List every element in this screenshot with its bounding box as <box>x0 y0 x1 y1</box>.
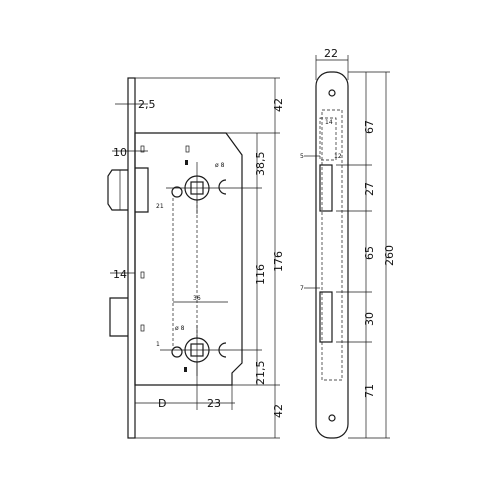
dim-D: D <box>158 397 166 410</box>
dim-116: 116 <box>254 264 267 285</box>
dim-176: 176 <box>272 251 285 272</box>
lock-body-view: 2,5 10 14 21 ø 8 ø 8 1 36 D 23 42 38,5 <box>107 77 285 439</box>
dim-36: 36 <box>193 295 201 302</box>
case-slot <box>140 271 145 279</box>
dim-7: 7 <box>300 285 304 292</box>
dim-14: 14 <box>113 268 127 281</box>
dim-71: 71 <box>363 384 376 398</box>
case-slot <box>140 145 145 153</box>
dim-2-5: 2,5 <box>138 98 156 111</box>
follower-screw-hole <box>171 186 183 198</box>
dim-14: 14 <box>325 119 333 126</box>
screw-hole-bottom <box>328 414 336 422</box>
dim-23: 23 <box>207 397 221 410</box>
follower-notch <box>218 179 227 195</box>
latch-window-dashed <box>319 117 337 161</box>
dim-260: 260 <box>383 245 396 266</box>
dim-21: 21 <box>156 203 164 210</box>
dim-42-bottom: 42 <box>272 404 285 418</box>
dim-phi8-a: ø 8 <box>215 162 225 169</box>
cylinder-screw-hole <box>171 346 183 358</box>
dim-38-5: 38,5 <box>254 152 267 177</box>
dim-5: 5 <box>300 153 304 160</box>
latch-carrier <box>135 167 149 213</box>
dim-67: 67 <box>363 120 376 134</box>
dim-42-top: 42 <box>272 98 285 112</box>
dim-phi8-b: ø 8 <box>175 325 185 332</box>
follower-marker <box>185 160 188 165</box>
case-slot <box>185 145 190 153</box>
case-slot <box>140 324 145 332</box>
faceplate-side <box>127 77 136 439</box>
dim-65: 65 <box>363 246 376 260</box>
faceplate-inner-body <box>321 109 343 381</box>
deadbolt-window <box>319 291 333 343</box>
latch-bolt <box>107 169 128 211</box>
cylinder-marker <box>184 367 187 372</box>
faceplate-outline <box>315 71 349 439</box>
faceplate-front-view: 22 14 12 5 7 67 27 65 30 71 260 <box>300 47 396 439</box>
dim-30: 30 <box>363 312 376 326</box>
dim-12: 12 <box>334 153 342 160</box>
latch-window <box>319 164 333 212</box>
dead-bolt <box>109 297 128 337</box>
dim-27: 27 <box>363 182 376 196</box>
dim-1: 1 <box>156 341 160 348</box>
lock-case-outline <box>134 132 243 386</box>
dim-21-5: 21,5 <box>254 361 267 386</box>
screw-hole-top <box>328 89 336 97</box>
dim-10: 10 <box>113 146 127 159</box>
dim-22: 22 <box>324 47 338 60</box>
